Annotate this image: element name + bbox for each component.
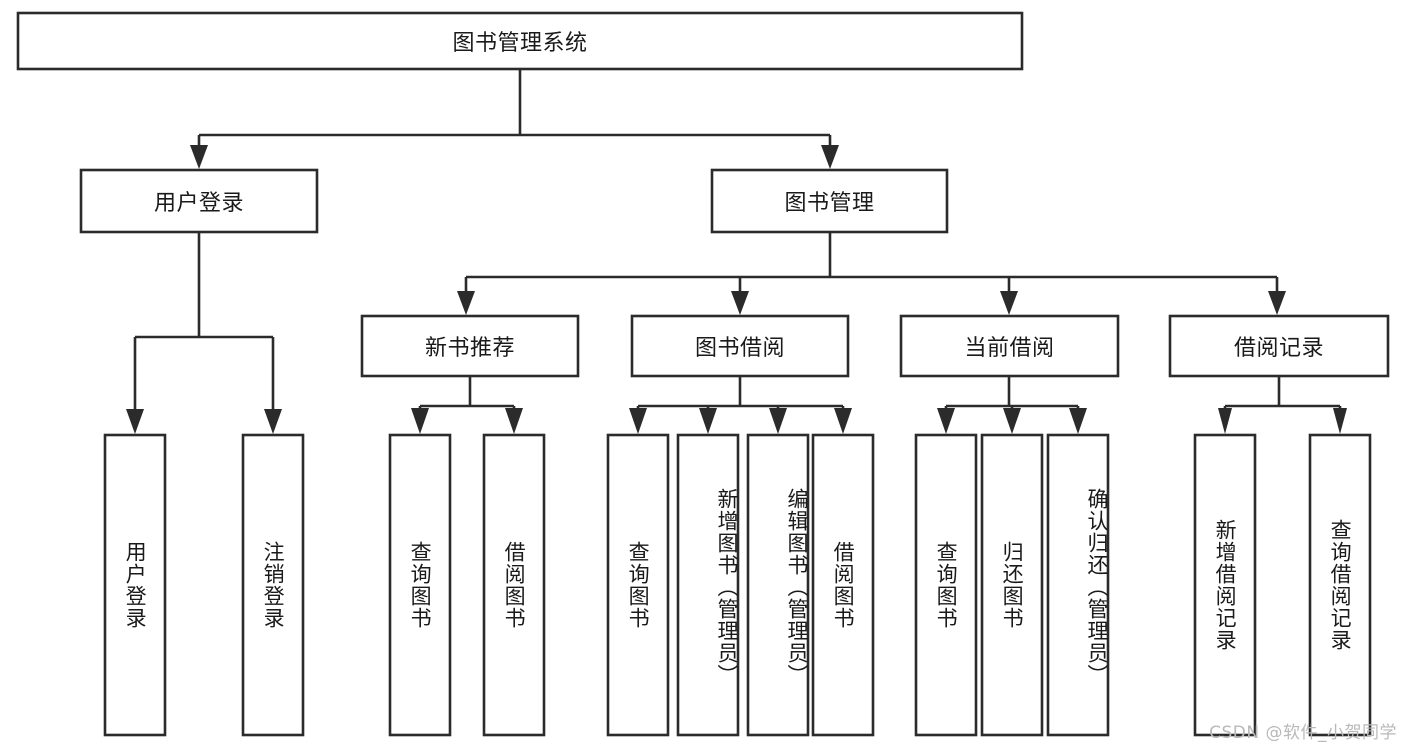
arrowhead-current-borrow [1000,291,1018,315]
arrowhead-leaf-borrow-book-2 [834,408,852,434]
arrowhead-leaf-add-book [699,408,717,434]
node-leaf-edit-book[interactable] [746,433,810,737]
node-leaf-query-book-3[interactable] [914,433,978,737]
arrowhead-new-book-recommend [457,291,475,315]
arrowhead-leaf-query-book-3 [937,408,955,434]
node-current-borrow[interactable] [899,314,1120,378]
node-leaf-user-logout[interactable] [241,433,305,737]
node-leaf-query-book-1[interactable] [388,433,452,737]
edges-new-book-recommend-to-leaves [411,376,523,434]
edges-user-login-to-leaves [126,232,282,434]
arrowhead-borrow-record [1268,291,1286,315]
node-leaf-return-book[interactable] [980,433,1044,737]
node-leaf-borrow-book-2[interactable] [811,433,875,737]
edges-current-borrow-to-leaves [937,376,1087,434]
node-user-login[interactable] [79,168,319,234]
arrowhead-leaf-query-book-1 [411,408,429,434]
node-leaf-query-book-2[interactable] [606,433,670,737]
node-leaf-confirm-return[interactable] [1046,433,1110,737]
edges-book-management-to-level3 [457,232,1286,315]
node-leaf-borrow-book-1[interactable] [482,433,546,737]
edges-borrow-record-to-leaves [1218,376,1347,434]
node-leaf-add-book[interactable] [676,433,740,737]
arrowhead-leaf-edit-book [769,408,787,434]
arrowhead-book-management [821,145,839,169]
arrowhead-leaf-return-book [1003,408,1021,434]
edges-book-borrow-to-leaves [629,376,852,434]
edges-root-to-level2 [190,69,839,169]
arrowhead-leaf-add-borrow-record [1218,408,1232,434]
arrowhead-book-borrow [731,291,749,315]
node-leaf-query-borrow-record[interactable] [1308,433,1372,737]
node-book-borrow[interactable] [630,314,850,378]
arrowhead-leaf-confirm-return [1069,408,1087,434]
arrowhead-leaf-borrow-book-1 [505,408,523,434]
arrowhead-leaf-user-logout [264,409,282,434]
node-borrow-record[interactable] [1168,314,1390,378]
node-leaf-add-borrow-record[interactable] [1193,433,1257,737]
arrowhead-user-login [190,145,208,169]
node-root-system[interactable] [16,11,1024,71]
node-leaf-user-login[interactable] [103,433,167,737]
arrowhead-leaf-query-book-2 [629,408,647,434]
arrowhead-leaf-query-borrow-record [1333,408,1347,434]
csdn-watermark: CSDN @软件_小贺同学 [1209,723,1397,743]
node-new-book-recommend[interactable] [360,314,580,378]
node-book-management[interactable] [710,168,949,234]
arrowhead-leaf-user-login [126,409,144,434]
